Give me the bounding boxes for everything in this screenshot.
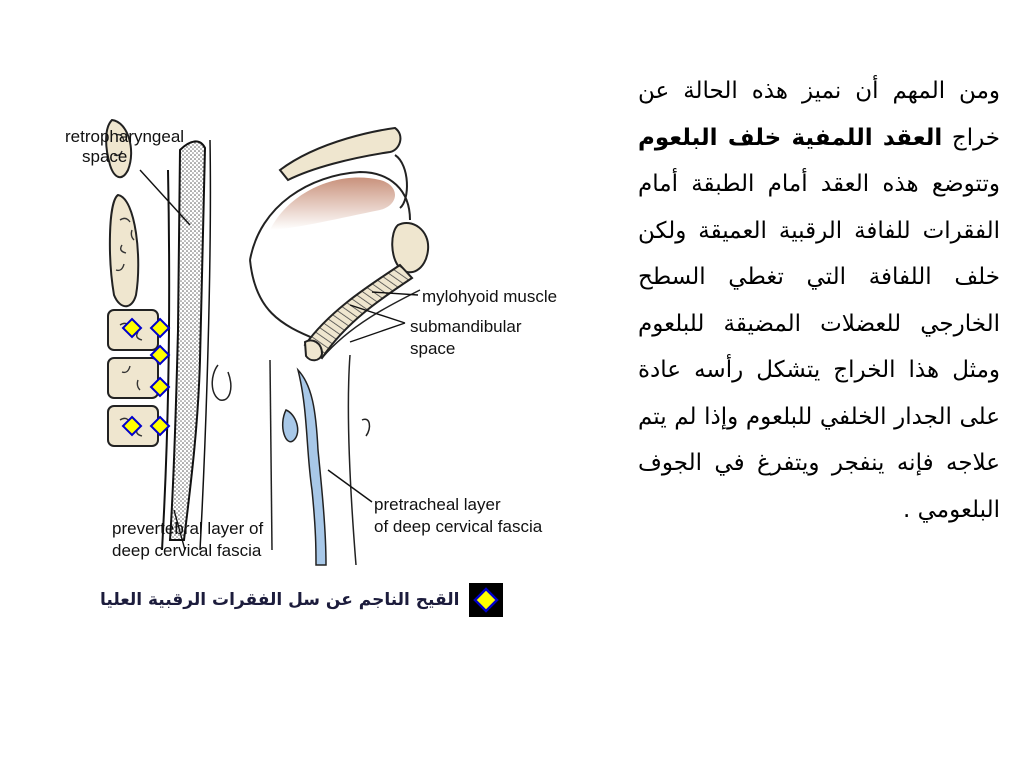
paragraph-intro: ومن المهم أن نميز هذه الحالة عن خراج [638,78,1000,151]
mylohyoid-muscle [303,263,414,360]
tongue-outline [249,259,319,341]
leader-lines [139,169,419,551]
vertebrae [105,118,159,447]
label-retropharyngeal: retropharyngeal [65,127,184,146]
label-retropharyngeal-space: space [82,147,127,166]
marker-diamond-2 [149,317,171,339]
label-submandibular-space: space [410,339,455,358]
marker-diamond-6 [149,415,171,437]
atlas-vertebra [105,118,133,179]
diamond-marker-icon [469,583,504,617]
pretracheal-fluid [296,367,327,566]
soft-palate-outline [394,154,408,209]
hyoid-bone [303,339,324,362]
retropharyngeal-space [168,140,207,541]
marker-diamond-5 [121,415,143,437]
palate-shading [270,177,395,230]
oral-cavity-outline [249,170,411,261]
label-pretracheal-layer: pretracheal layer [374,495,501,514]
label-prevertebral-fascia: deep cervical fascia [112,541,262,560]
vertebra-c4 [107,357,159,399]
anatomy-illustration: retropharyngeal space mylohyoid muscle s… [65,118,557,566]
marker-diamond-4 [149,376,171,398]
paragraph-bold-term: العقد اللمفية خلف البلعوم [638,124,943,151]
submandibular-outline [321,289,421,359]
marker-diamond-3 [149,344,171,366]
neck-front-outline [347,354,357,566]
label-mylohyoid-muscle: mylohyoid muscle [422,287,557,306]
abscess-markers [121,317,171,437]
larynx-outline [269,359,273,551]
label-submandibular: submandibular [410,317,522,336]
vertebra-c2 [108,193,140,308]
diagram-caption: القيح الناجم عن سل الفقرات الرقبية العلي… [100,580,570,620]
label-prevertebral-layer: prevertebral layer of [112,519,263,538]
mandible-bone [391,222,430,274]
hard-palate-bone [278,126,402,182]
neck-anatomy-diagram: retropharyngeal space mylohyoid muscle s… [50,110,610,580]
thyroid-cartilage [282,409,299,443]
marker-diamond-1 [121,317,143,339]
prevertebral-fascia-line [161,169,171,551]
caption-text: القيح الناجم عن سل الفقرات الرقبية العلي… [100,590,460,610]
paragraph-body: وتتوضع هذه العقد أمام الطبقة أمام الفقرا… [638,171,1000,523]
body-paragraph: ومن المهم أن نميز هذه الحالة عن خراج الع… [638,68,1000,748]
small-hook-outline [361,418,371,437]
epiglottis-outline [211,364,232,401]
label-pretracheal-fascia: of deep cervical fascia [374,517,543,536]
pharyngeal-wall-line [199,139,212,551]
